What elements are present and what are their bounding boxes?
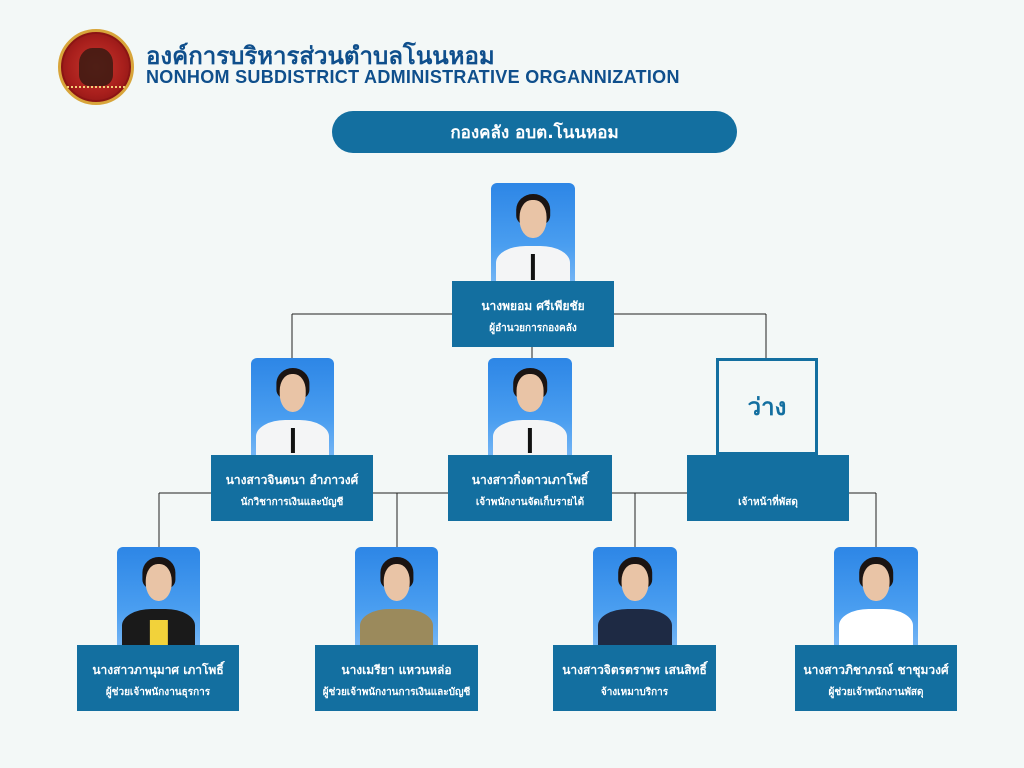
staff-portrait-photo [488,358,572,461]
staff-portrait-photo [251,358,334,461]
staff-position: ผู้ช่วยเจ้าพนักงานธุรการ [105,687,211,698]
vacant-position-box: ว่าง [716,358,818,455]
staff-portrait-photo [834,547,918,651]
head-portrait-photo [491,183,575,288]
staff-card: นางสาวภิชาภรณ์ ชาชุมวงศ์ ผู้ช่วยเจ้าพนัก… [795,645,957,711]
staff-position: เจ้าหน้าที่พัสดุ [738,497,798,508]
organization-seal-logo [58,29,134,105]
page-title-thai: องค์การบริหารส่วนตำบลโนนหอม [146,42,495,70]
staff-name: นางสาวกิ่งดาวเภาโพธิ์ [471,473,589,487]
head-card: นางพยอม ศรีเพียชัย ผู้อำนวยการกองคลัง [452,281,614,347]
staff-position: ผู้ช่วยเจ้าพนักงานการเงินและบัญชี [322,687,471,698]
staff-card: นางเมรียา แหวนหล่อ ผู้ช่วยเจ้าพนักงานการ… [315,645,478,711]
page-title-english: NONHOM SUBDISTRICT ADMINISTRATIVE ORGANN… [146,67,680,87]
staff-position: นักวิชาการเงินและบัญชี [240,497,344,508]
department-title: กองคลัง อบต.โนนหอม [332,111,737,153]
staff-position: เจ้าพนักงานจัดเก็บรายได้ [475,497,585,508]
staff-name: นางสาวภานุมาศ เภาโพธิ์ [92,663,224,677]
staff-card: นางสาวจิตรตราพร เสนสิทธิ์ จ้างเหมาบริการ [553,645,716,711]
seal-emblem [79,48,113,86]
staff-portrait-photo [593,547,677,651]
staff-position: จ้างเหมาบริการ [600,687,669,698]
staff-name: นางสาวภิชาภรณ์ ชาชุมวงศ์ [803,663,949,677]
staff-name: นางสาวจิตรตราพร เสนสิทธิ์ [562,663,707,677]
staff-card: เจ้าหน้าที่พัสดุ [687,455,849,521]
staff-card: นางสาวภานุมาศ เภาโพธิ์ ผู้ช่วยเจ้าพนักงา… [77,645,239,711]
staff-name: นางเมรียา แหวนหล่อ [341,663,452,677]
staff-position: ผู้ช่วยเจ้าพนักงานพัสดุ [828,687,924,698]
staff-card: นางสาวกิ่งดาวเภาโพธิ์ เจ้าพนักงานจัดเก็บ… [448,455,612,521]
staff-name: นางสาวจินตนา อำภาวงศ์ [225,473,359,487]
head-position: ผู้อำนวยการกองคลัง [489,323,577,334]
staff-portrait-photo [117,547,200,651]
staff-portrait-photo [355,547,438,651]
head-name: นางพยอม ศรีเพียชัย [481,299,585,313]
staff-card: นางสาวจินตนา อำภาวงศ์ นักวิชาการเงินและบ… [211,455,373,521]
seal-ring [67,86,125,96]
